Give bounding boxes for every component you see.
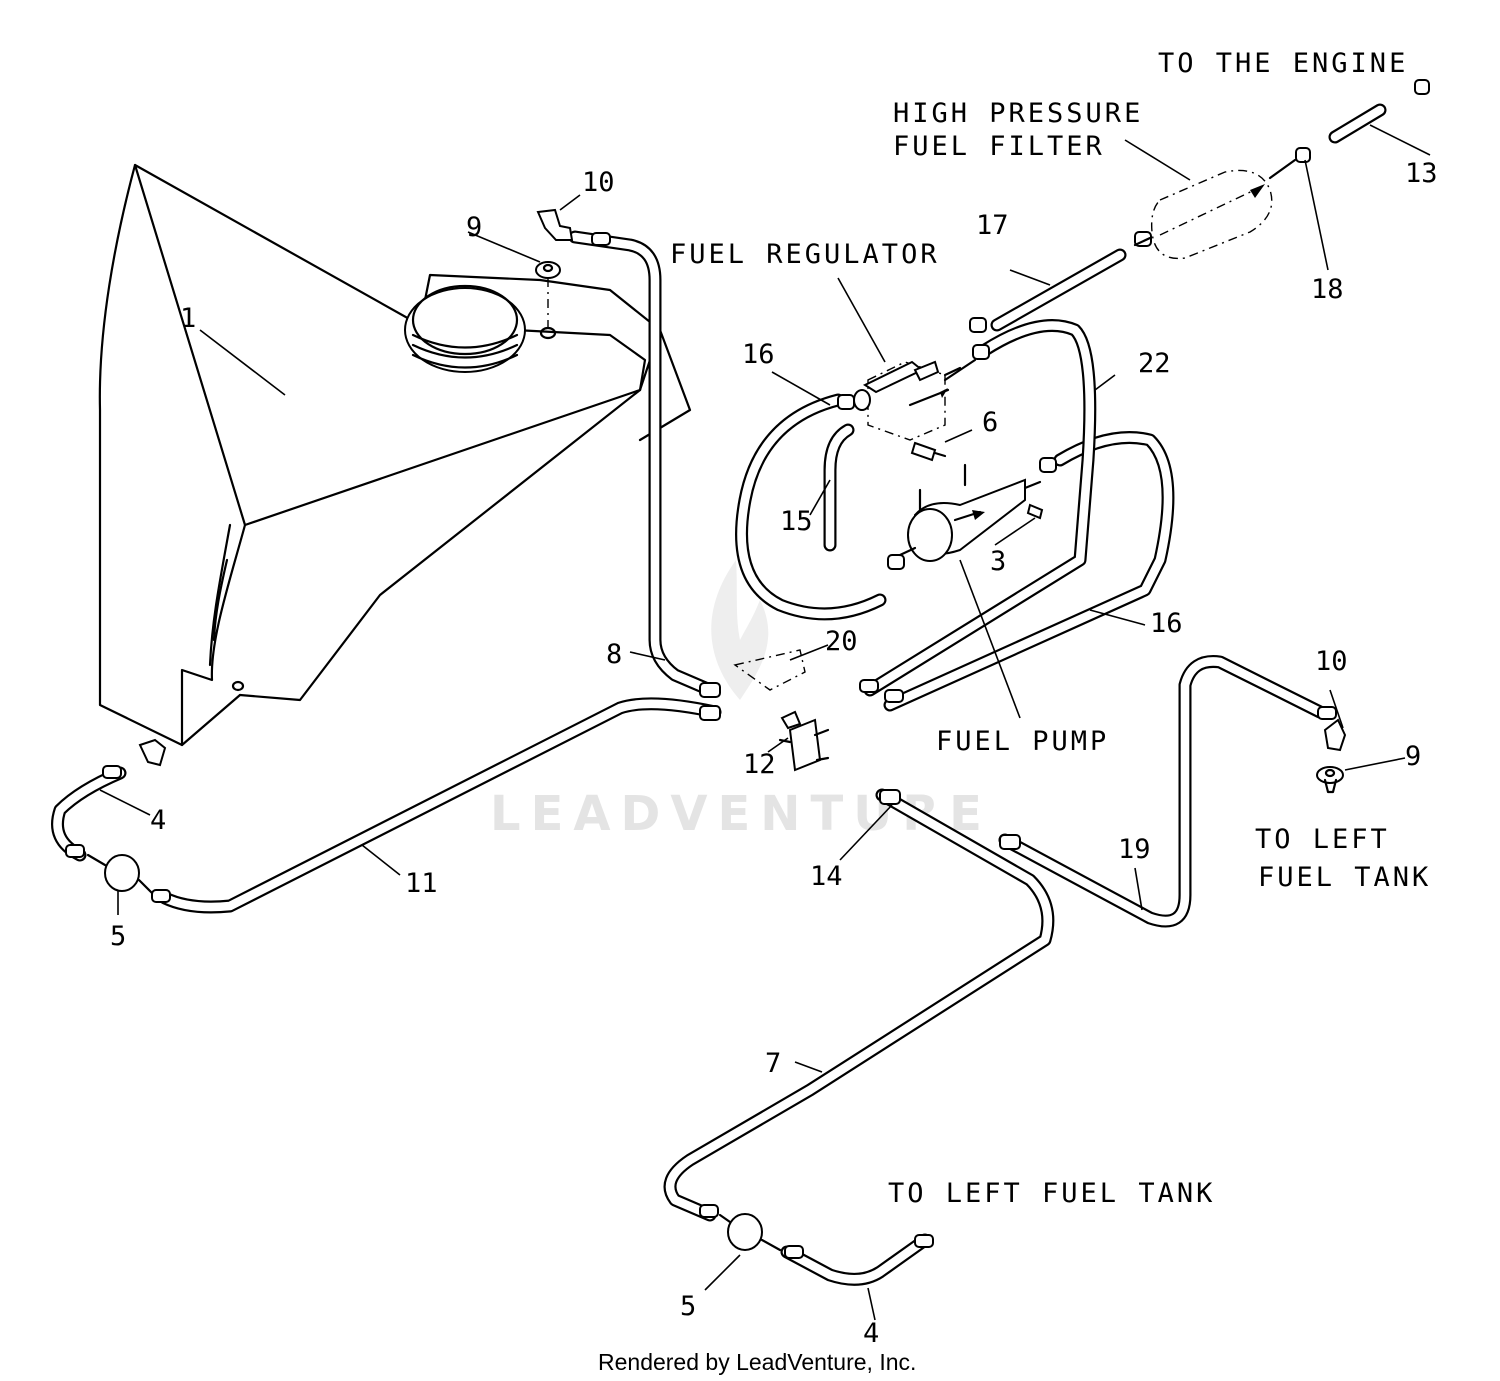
callout-18: 18 bbox=[1311, 274, 1344, 305]
callout-7: 7 bbox=[765, 1048, 781, 1079]
fuel-hoses bbox=[51, 103, 1387, 1286]
fittings bbox=[86, 158, 1347, 1252]
watermark-flame-icon bbox=[711, 560, 769, 700]
label-to-the-engine: TO THE ENGINE bbox=[1158, 48, 1408, 79]
callout-12: 12 bbox=[743, 749, 776, 780]
label-to-left-tank-line1: TO LEFT bbox=[1255, 824, 1390, 855]
callout-15: 15 bbox=[780, 506, 813, 537]
callout-10-top: 10 bbox=[582, 167, 615, 198]
callout-9-top: 9 bbox=[466, 212, 482, 243]
callout-13: 13 bbox=[1405, 158, 1438, 189]
callout-6: 6 bbox=[982, 407, 998, 438]
callout-9-right: 9 bbox=[1405, 741, 1421, 772]
callouts: 1 3 4 4 5 5 6 7 8 9 9 10 10 11 12 13 14 … bbox=[110, 158, 1438, 1349]
hose-clamps bbox=[65, 79, 1430, 1259]
callout-20: 20 bbox=[825, 626, 858, 657]
callout-5-left: 5 bbox=[110, 921, 126, 952]
callout-19: 19 bbox=[1118, 834, 1151, 865]
label-to-left-tank-line2: FUEL TANK bbox=[1258, 862, 1431, 893]
label-hp-filter-line1: HIGH PRESSURE bbox=[893, 98, 1143, 129]
callout-16-right: 16 bbox=[1150, 608, 1183, 639]
callout-4-bottom: 4 bbox=[863, 1318, 879, 1349]
callout-10-right: 10 bbox=[1315, 646, 1348, 677]
label-to-left-fuel-tank-bottom: TO LEFT FUEL TANK bbox=[888, 1178, 1215, 1209]
callout-16-top: 16 bbox=[742, 339, 775, 370]
leader-lines bbox=[99, 124, 1431, 1321]
callout-22: 22 bbox=[1138, 348, 1171, 379]
callout-11: 11 bbox=[405, 868, 438, 899]
label-fuel-pump: FUEL PUMP bbox=[936, 726, 1109, 757]
callout-1: 1 bbox=[180, 303, 196, 334]
fuel-tank bbox=[98, 163, 692, 747]
callout-8: 8 bbox=[606, 639, 622, 670]
callout-3: 3 bbox=[990, 546, 1006, 577]
callout-5-bottom: 5 bbox=[680, 1291, 696, 1322]
credit-text: Rendered by LeadVenture, Inc. bbox=[598, 1349, 916, 1375]
label-hp-filter-line2: FUEL FILTER bbox=[893, 131, 1105, 162]
watermark: LEADVENTURE bbox=[490, 560, 982, 842]
callout-17: 17 bbox=[976, 210, 1009, 241]
callout-4-left: 4 bbox=[150, 805, 166, 836]
callout-14: 14 bbox=[810, 861, 843, 892]
label-fuel-regulator: FUEL REGULATOR bbox=[670, 239, 940, 270]
annotations: TO THE ENGINE HIGH PRESSURE FUEL FILTER … bbox=[670, 48, 1431, 1209]
